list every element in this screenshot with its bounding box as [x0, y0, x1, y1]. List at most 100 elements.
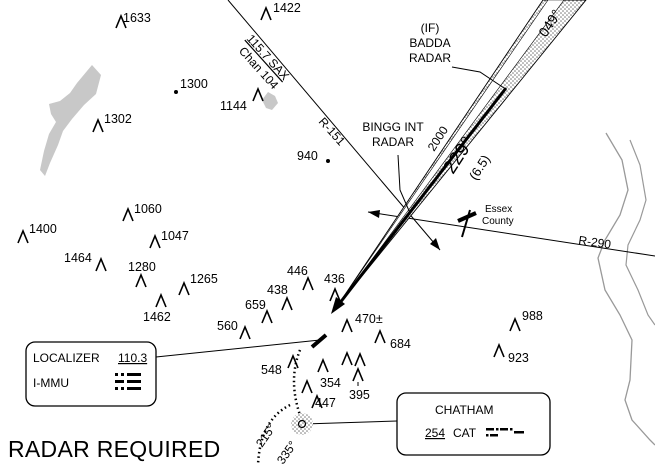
- vor-label: 115.7 SAX Chan 104: [236, 32, 292, 93]
- ndb-box: CHATHAM 254 CAT: [396, 392, 551, 456]
- arc-335-label: 335°: [274, 438, 300, 465]
- elevation-940: 940: [297, 149, 318, 163]
- river-east: [597, 132, 655, 446]
- ndb-ident: CAT: [453, 426, 477, 440]
- elevation-395: 395: [349, 388, 370, 402]
- approach-feather: [335, 0, 587, 309]
- obstacle-1060: [122, 206, 134, 222]
- obstacle-447b: [301, 378, 313, 394]
- lake-west: [40, 65, 101, 176]
- localizer-morse: [115, 373, 141, 390]
- elevation-560: 560: [217, 319, 238, 333]
- localizer-label: LOCALIZER: [33, 351, 100, 365]
- ndb-name: CHATHAM: [435, 403, 493, 417]
- localizer-marker: [310, 333, 328, 349]
- obstacle-395: [352, 366, 364, 382]
- obstacle-1633: [115, 13, 127, 29]
- elevation-438: 438: [267, 283, 288, 297]
- badda-if: (IF): [421, 21, 440, 35]
- radial-151-arrowhead: [430, 238, 440, 250]
- localizer-box: LOCALIZER 110.3 I-MMU: [25, 341, 157, 407]
- elevation-1280: 1280: [128, 260, 156, 274]
- elevation-1464: 1464: [64, 251, 92, 265]
- ndb-frequency: 254: [425, 426, 445, 440]
- obstacles: [17, 5, 521, 409]
- pond-small: [262, 92, 278, 110]
- elevation-684: 684: [390, 337, 411, 351]
- obstacle-1464: [95, 256, 107, 272]
- radial-290-arrowhead: [368, 210, 380, 218]
- radial-151-label: R-151: [316, 115, 348, 149]
- obstacle-1265: [178, 280, 190, 296]
- obstacle-354: [341, 350, 353, 366]
- elevation-1462: 1462: [143, 310, 171, 324]
- badda-fix: (IF) BADDA RADAR: [409, 21, 451, 65]
- obstacle-988: [509, 316, 521, 332]
- elevation-923: 923: [508, 351, 529, 365]
- elevation-1060: 1060: [134, 202, 162, 216]
- elevation-988: 988: [522, 309, 543, 323]
- essex-marker-cross: [461, 209, 471, 238]
- approach-course-line: [334, 87, 508, 309]
- obstacle-923: [493, 342, 505, 358]
- arc-215-label: 215°: [253, 421, 279, 450]
- elevation-1265: 1265: [190, 272, 218, 286]
- elevation-1633: 1633: [123, 11, 151, 25]
- essex-line1: Essex: [485, 204, 512, 215]
- elevation-436: 436: [324, 272, 345, 286]
- badda-leader: [451, 66, 505, 89]
- spot-elevation-1300: [174, 90, 178, 94]
- spot-elevation-940: [326, 159, 330, 163]
- obstacle-659: [261, 308, 273, 324]
- elevation-1047: 1047: [161, 229, 189, 243]
- elevation-1400: 1400: [29, 222, 57, 236]
- ndb-center: [297, 419, 307, 429]
- obstacle-1400: [17, 228, 29, 244]
- obstacle-447: [317, 357, 329, 373]
- essex-line2: County: [482, 216, 514, 227]
- obstacle-436: [329, 286, 341, 302]
- elevation-1300: 1300: [180, 77, 208, 91]
- badda-radar: RADAR: [409, 51, 451, 65]
- obstacle-438: [281, 295, 293, 311]
- obstacle-354b: [354, 351, 366, 367]
- elevation-1422: 1422: [273, 1, 301, 15]
- localizer-ident: I-MMU: [33, 376, 69, 390]
- bingg-leader: [397, 154, 411, 214]
- elevation-659: 659: [245, 298, 266, 312]
- elevation-447: 447: [315, 396, 336, 410]
- river-east-bank: [625, 139, 655, 326]
- obstacle-447c: [311, 393, 323, 409]
- bingg-radar: RADAR: [372, 135, 414, 149]
- obstacle-548: [287, 353, 299, 369]
- arc-335: [256, 403, 291, 465]
- ndb-leader: [303, 420, 398, 425]
- bingg-name: BINGG INT: [362, 120, 424, 134]
- elevation-1144: 1144: [220, 99, 247, 113]
- ndb-symbol: [291, 413, 313, 435]
- localizer-leader: [155, 339, 321, 358]
- radial-290-label: R-290: [578, 233, 613, 251]
- elevation-354: 354: [320, 376, 341, 390]
- radar-required-title: RADAR REQUIRED: [8, 436, 221, 462]
- approach-course-arrowhead: [331, 297, 345, 314]
- elevation-446: 446: [287, 264, 308, 278]
- obstacle-470: [341, 317, 353, 333]
- ndb-morse: [486, 428, 524, 437]
- obstacle-684: [374, 328, 386, 344]
- localizer-frequency: 110.3: [118, 351, 147, 365]
- essex-county-label: Essex County: [482, 204, 514, 227]
- obstacle-1422: [260, 5, 272, 21]
- obstacle-1047: [149, 233, 161, 249]
- obstacle-1302: [92, 117, 104, 133]
- obstacle-1144: [252, 86, 264, 102]
- radial-290-line: [367, 211, 655, 257]
- obstacle-446: [302, 275, 314, 291]
- arc-215: [292, 349, 302, 416]
- obstacle-1462: [155, 292, 167, 308]
- bingg-fix: BINGG INT RADAR: [362, 120, 424, 149]
- approach-feather-inner: [335, 0, 565, 309]
- elevation-1302: 1302: [104, 112, 132, 126]
- elevation-548: 548: [261, 363, 282, 377]
